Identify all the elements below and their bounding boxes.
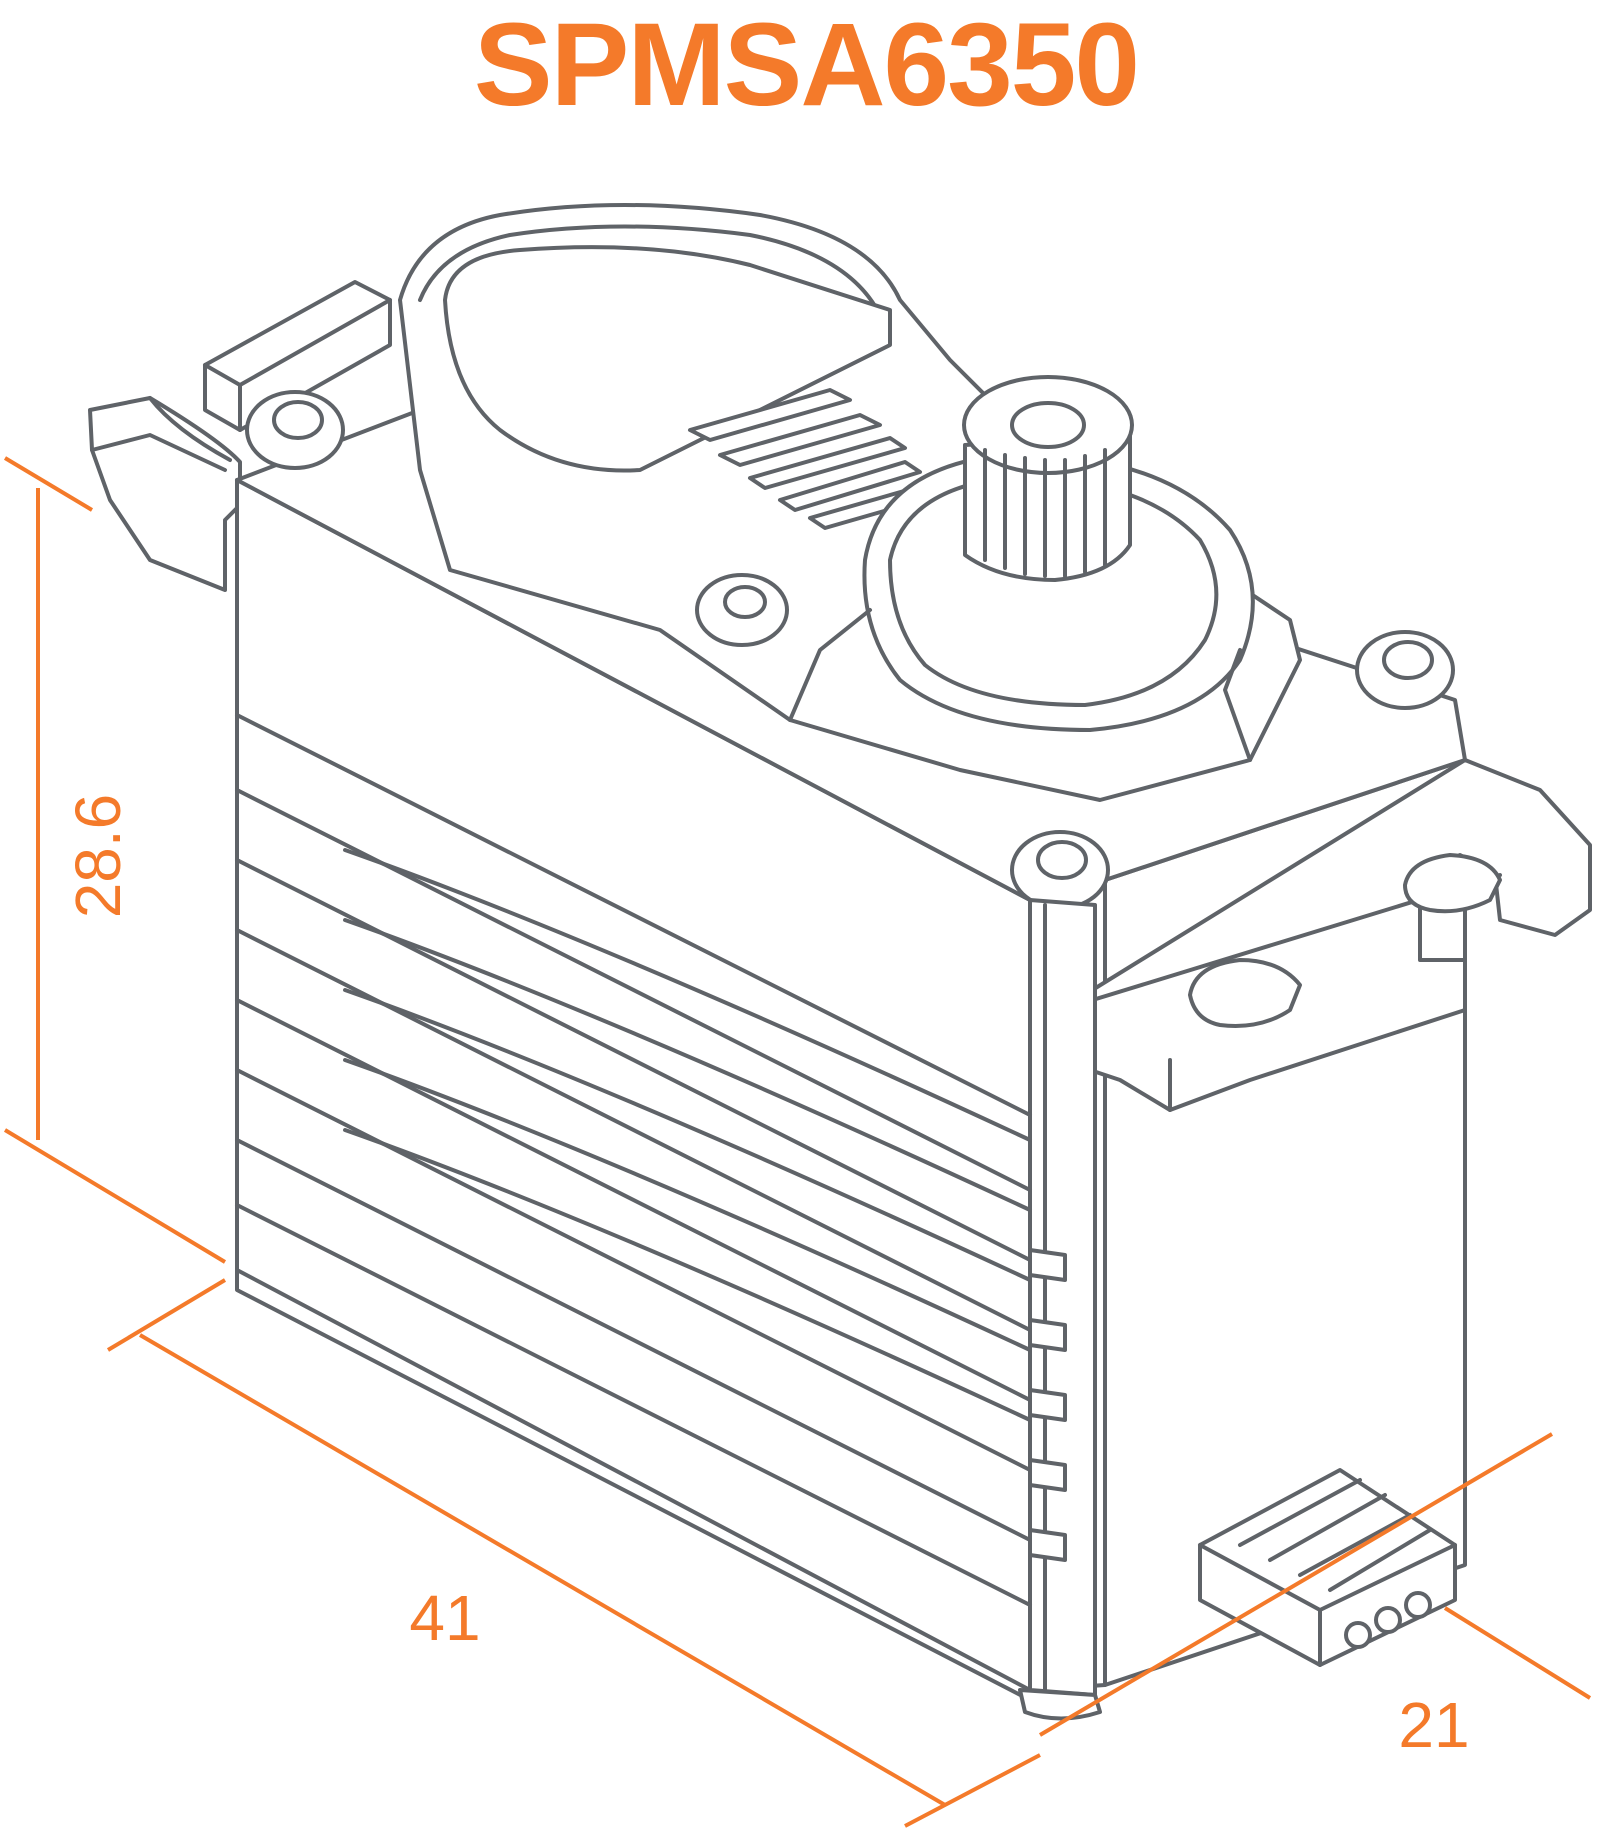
rear-mounting-tab-top (203, 280, 392, 432)
height-value-label: 28.6 (62, 794, 134, 919)
dimension-height: 28.6 (3, 456, 227, 1264)
screw-center (695, 573, 789, 647)
model-title: SPMSA6350 (473, 0, 1140, 131)
dimension-width: 21 (1038, 1432, 1592, 1761)
screw-top-left (245, 390, 345, 470)
cooling-ribs (235, 713, 1067, 1607)
front-corner-post (1028, 898, 1097, 1697)
screw-front (1010, 830, 1110, 910)
screw-right (1355, 630, 1455, 710)
dimension-length: 41 (106, 1278, 1041, 1828)
width-value-label: 21 (1398, 1689, 1469, 1761)
length-value-label: 41 (409, 1582, 480, 1654)
output-shaft-boss (788, 452, 1255, 762)
rear-mounting-tab-left (88, 396, 242, 592)
front-mounting-tab-right (1058, 758, 1592, 1112)
servo-body (88, 203, 1592, 1721)
output-spline (962, 375, 1134, 582)
